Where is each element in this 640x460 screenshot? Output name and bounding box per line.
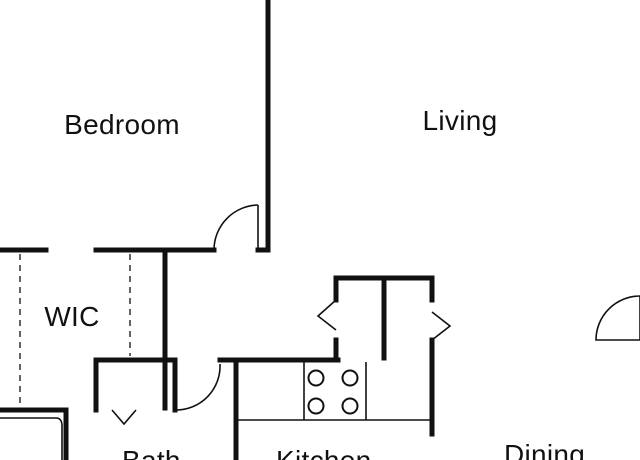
room-label-living: Living bbox=[423, 105, 498, 136]
room-label-bath: Bath bbox=[122, 445, 181, 460]
kitchen-counter bbox=[238, 362, 430, 421]
stove-icon bbox=[307, 369, 359, 415]
doors bbox=[111, 204, 640, 426]
room-label-wic: WIC bbox=[44, 301, 99, 332]
closet-shelves bbox=[19, 254, 131, 404]
room-label-bedroom: Bedroom bbox=[64, 109, 180, 140]
walls bbox=[0, 0, 435, 460]
bathtub-icon bbox=[0, 417, 63, 460]
room-label-dining: Dining bbox=[504, 439, 585, 460]
room-label-kitchen: Kitchen bbox=[276, 445, 372, 460]
